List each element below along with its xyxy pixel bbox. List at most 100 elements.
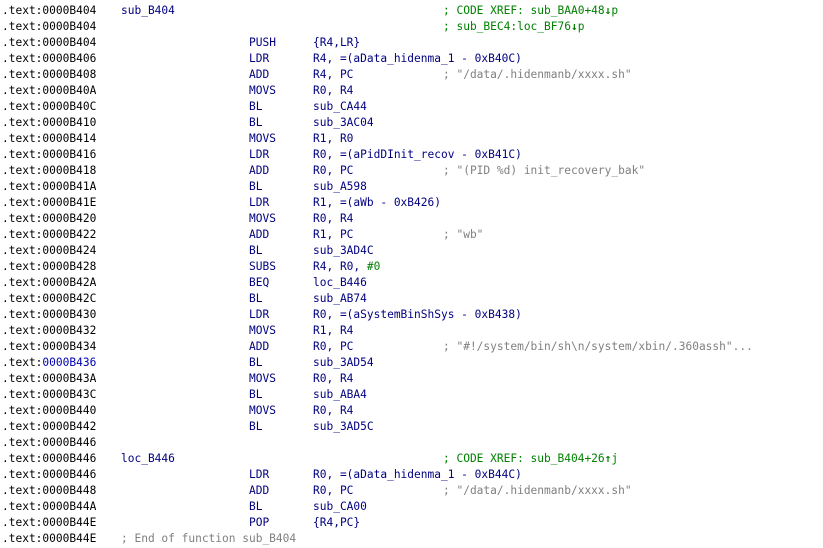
address[interactable]: .text:0000B44E	[2, 531, 96, 547]
instruction-operands[interactable]: R0, =(aSystemBinShSys - 0xB438)	[313, 308, 522, 321]
address[interactable]: .text:0000B422	[2, 227, 96, 243]
instruction-operands[interactable]: R0, PC	[313, 340, 354, 353]
instruction-operands[interactable]: R0, =(aPidDInit_recov - 0xB41C)	[313, 148, 522, 161]
code-xref[interactable]: ; CODE XREF: sub_B404+26↑j	[443, 452, 619, 465]
instruction-operands[interactable]: R1, =(aWb - 0xB426)	[313, 196, 441, 209]
listing-line[interactable]: .text:0000B446 loc_B446 ; CODE XREF: sub_B…	[2, 451, 823, 467]
address[interactable]: .text:0000B404	[2, 3, 96, 19]
instruction-operands[interactable]: sub_3AD5C	[313, 420, 374, 433]
instruction-operands[interactable]: sub_3AD4C	[313, 244, 374, 257]
address[interactable]: .text:0000B406	[2, 51, 96, 67]
address[interactable]: .text:0000B404	[2, 19, 96, 35]
instruction-operands[interactable]: sub_AB74	[313, 292, 367, 305]
instruction-operands[interactable]: sub_A598	[313, 180, 367, 193]
address[interactable]: .text:0000B43C	[2, 387, 96, 403]
instruction-operands[interactable]: R4, R0, #0	[313, 260, 381, 273]
code-xref[interactable]: ; sub_BEC4:loc_BF76↓p	[443, 20, 585, 33]
address[interactable]: .text:0000B40A	[2, 83, 96, 99]
instruction-operands[interactable]: {R4,LR}	[313, 36, 361, 49]
instruction-operands[interactable]: R0, =(aData_hidenma_1 - 0xB44C)	[313, 468, 522, 481]
address[interactable]: .text:0000B418	[2, 163, 96, 179]
address[interactable]: .text:0000B40C	[2, 99, 96, 115]
address[interactable]: .text:0000B408	[2, 67, 96, 83]
instruction-operands[interactable]: R1, R4	[313, 324, 354, 337]
address[interactable]: .text:0000B44A	[2, 499, 96, 515]
instruction-operands[interactable]: R0, R4	[313, 212, 354, 225]
instruction-operands[interactable]: R1, PC	[313, 228, 354, 241]
address[interactable]: .text:0000B446	[2, 467, 96, 483]
instruction-operands[interactable]: sub_ABA4	[313, 388, 367, 401]
instruction-operands[interactable]: R1, R0	[313, 132, 354, 145]
address[interactable]: .text:0000B428	[2, 259, 96, 275]
instruction-operands[interactable]: R0, R4	[313, 372, 354, 385]
listing-line[interactable]: .text:0000B404 ; sub_BEC4:loc_BF76↓p	[2, 19, 823, 35]
instruction-operands[interactable]: sub_CA44	[313, 100, 367, 113]
code-label[interactable]: loc_B446	[121, 452, 175, 465]
instruction-operands[interactable]: R4, =(aData_hidenma_1 - 0xB40C)	[313, 52, 522, 65]
instruction-operands[interactable]: sub_3AD54	[313, 356, 374, 369]
listing-line[interactable]: .text:0000B446	[2, 435, 823, 451]
address[interactable]: .text:0000B448	[2, 483, 96, 499]
address[interactable]: .text:0000B440	[2, 403, 96, 419]
address[interactable]: .text:0000B414	[2, 131, 96, 147]
address[interactable]: .text:0000B410	[2, 115, 96, 131]
address[interactable]: .text:0000B416	[2, 147, 96, 163]
address[interactable]: .text:0000B446	[2, 451, 96, 467]
instruction-operands[interactable]: sub_3AC04	[313, 116, 374, 129]
address[interactable]: .text:0000B436	[2, 355, 96, 371]
address[interactable]: .text:0000B44E	[2, 515, 96, 531]
address[interactable]: .text:0000B424	[2, 243, 96, 259]
instruction-operands[interactable]: R0, PC	[313, 484, 354, 497]
instruction-operands[interactable]: R0, R4	[313, 404, 354, 417]
instruction-operands[interactable]: sub_CA00	[313, 500, 367, 513]
address[interactable]: .text:0000B42A	[2, 275, 96, 291]
listing-line[interactable]: .text:0000B44E; End of function sub_B404	[2, 531, 823, 547]
code-label[interactable]: sub_B404	[121, 4, 175, 17]
instruction-operands[interactable]: R0, R4	[313, 84, 354, 97]
address[interactable]: .text:0000B41E	[2, 195, 96, 211]
instruction-operands[interactable]: R4, PC	[313, 68, 354, 81]
listing-line[interactable]: .text:0000B404 sub_B404 ; CODE XREF: sub_B…	[2, 3, 823, 19]
instruction-operands[interactable]: R0, PC	[313, 164, 354, 177]
address[interactable]: .text:0000B446	[2, 435, 96, 451]
address[interactable]: .text:0000B442	[2, 419, 96, 435]
address[interactable]: .text:0000B430	[2, 307, 96, 323]
instruction-operands[interactable]: {R4,PC}	[313, 516, 361, 529]
address[interactable]: .text:0000B404	[2, 35, 96, 51]
address[interactable]: .text:0000B420	[2, 211, 96, 227]
instruction-operands[interactable]: loc_B446	[313, 276, 367, 289]
address[interactable]: .text:0000B41A	[2, 179, 96, 195]
code-xref[interactable]: ; CODE XREF: sub_BAA0+48↓p	[443, 4, 619, 17]
address[interactable]: .text:0000B42C	[2, 291, 96, 307]
address[interactable]: .text:0000B434	[2, 339, 96, 355]
